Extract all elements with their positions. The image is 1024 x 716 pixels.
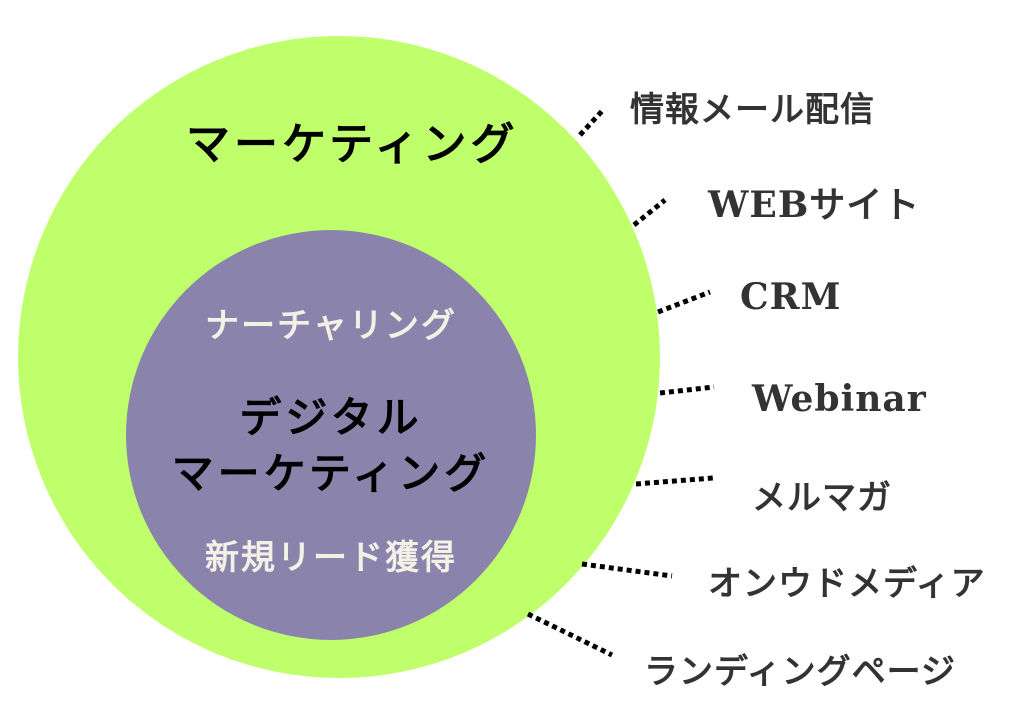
channel-label-webinar: Webinar [752,378,927,420]
connector-line-4 [659,384,715,396]
connector-group [526,108,715,658]
outer-circle-title: マーケティング [186,119,519,170]
connector-line-6 [581,561,673,579]
connector-line-5 [635,475,714,487]
connector-line-7 [526,611,614,658]
channel-label-email-delivery: 情報メール配信 [630,90,875,130]
inner-title-line1: デジタル [239,393,423,442]
inner-title-line2: マーケティング [171,449,491,498]
channel-label-owned-media: オンウドメディア [708,564,986,604]
channel-label-mailmagazine: メルマガ [752,478,892,518]
connector-line-3 [657,289,711,315]
channel-label-crm: CRM [740,276,842,318]
inner-bottom-label: 新規リード獲得 [205,538,457,578]
channel-label-landing-page: ランディングページ [644,652,956,692]
inner-top-label: ナーチャリング [205,306,457,346]
connector-line-2 [632,198,667,227]
channel-label-website: WEBサイト [708,184,921,226]
connector-line-1 [578,108,605,137]
inner-circle-digital-marketing [126,230,536,640]
